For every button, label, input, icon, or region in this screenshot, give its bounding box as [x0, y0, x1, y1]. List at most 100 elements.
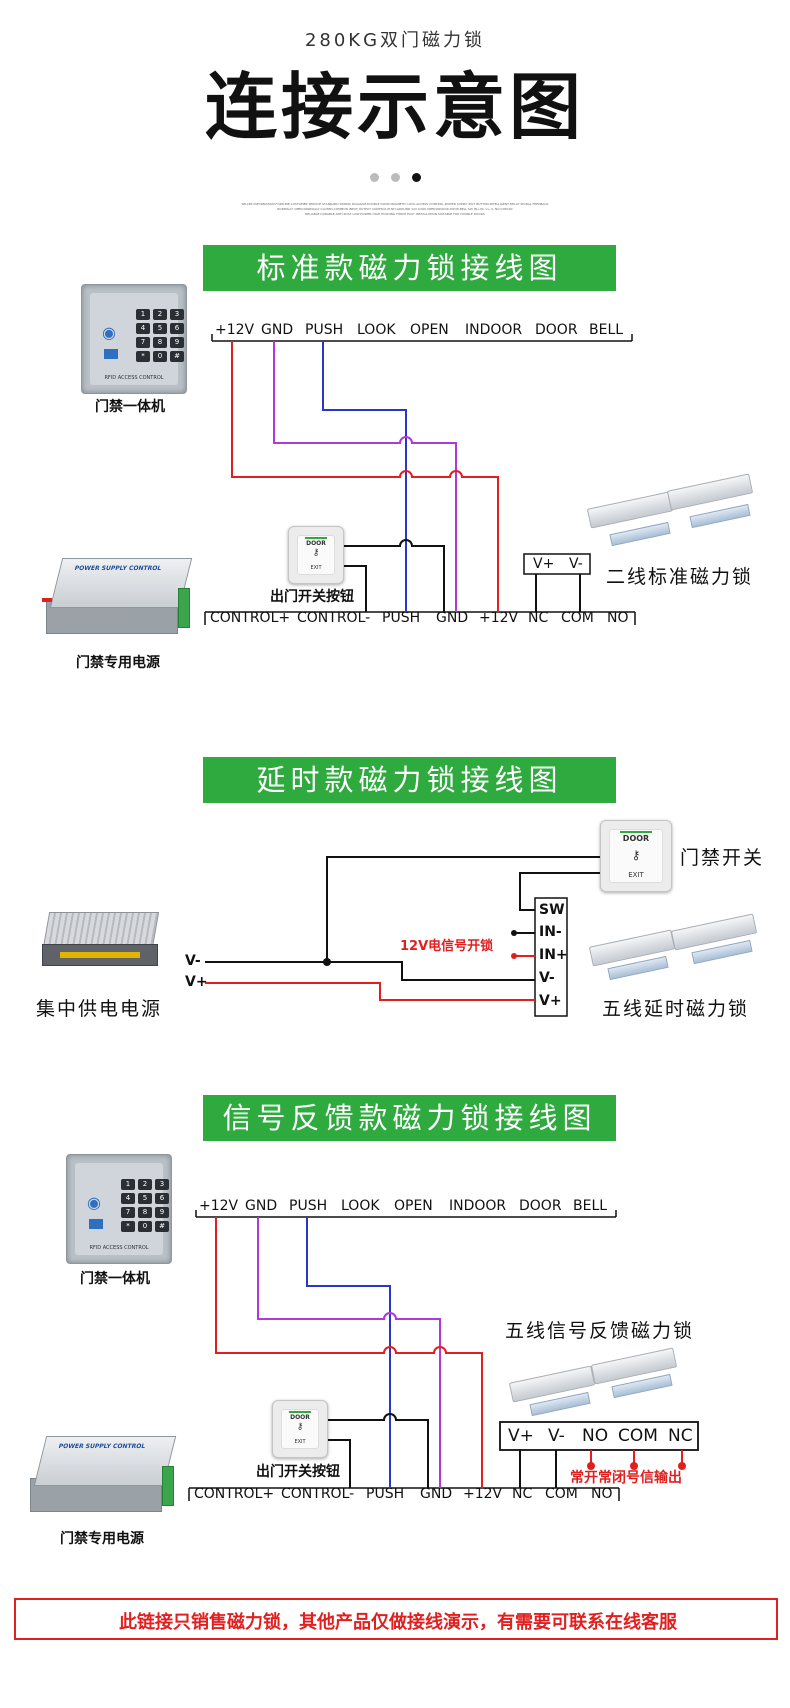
exit-bottom-text: EXIT [294, 1439, 306, 1445]
lock-terminal-in-minus: IN- [539, 924, 562, 940]
lock-terminal-vminus: V- [539, 970, 555, 986]
keypad-grid: 1 2 3 4 5 6 7 8 9 * 0 # [121, 1179, 169, 1232]
terminal-push: PUSH [305, 322, 344, 338]
dot-2 [390, 173, 400, 182]
key-1: 1 [121, 1179, 135, 1190]
terminal-no: NO [607, 610, 629, 626]
psu-terminal-vminus: V- [185, 953, 201, 969]
switch-key-icon: ⚷ [631, 848, 641, 862]
signal-unlock-label: 12V电信号开锁 [400, 939, 494, 954]
access-controller-device: ◉ 1 2 3 4 5 6 7 8 9 * 0 # RFID ACCESS CO… [81, 284, 187, 394]
top-terminal-strip: +12V GND PUSH LOOK OPEN INDOOR DOOR BELL [196, 1198, 616, 1218]
feedback-lock-terminal-block: V+ V- NO COM NC [500, 1424, 700, 1450]
switch-bottom-text: EXIT [628, 871, 644, 879]
lock-terminal-vplus: V+ [533, 556, 555, 572]
key-icon: ⚷ [296, 1422, 304, 1432]
terminal-12v: +12V [199, 1198, 239, 1214]
lock-terminal-vminus: V- [548, 1426, 565, 1446]
wire-red-12v [215, 1217, 483, 1488]
section-1-banner: 标准款磁力锁接线图 [203, 245, 616, 291]
key-4: 4 [121, 1193, 135, 1204]
notice-box: 此链接只销售磁力锁，其他产品仅做接线演示，有需要可联系在线客服 [14, 1598, 778, 1640]
key-6: 6 [170, 323, 184, 334]
delay-lock-terminal-block: SW IN- IN+ V- V+ [537, 901, 568, 1019]
key-1: 1 [136, 309, 150, 320]
terminal-no: NO [591, 1486, 613, 1502]
feedback-output-label: 常开常闭号信输出 [570, 1470, 682, 1486]
section-2-banner: 延时款磁力锁接线图 [203, 757, 616, 803]
key-3: 3 [155, 1179, 169, 1190]
key-hash: # [155, 1221, 169, 1232]
lock-terminal-com: COM [618, 1426, 658, 1446]
wire-exit-gnd [344, 539, 445, 612]
wire-exit-push [328, 1439, 351, 1488]
terminal-12v: +12V [215, 322, 255, 338]
psu-terminal-vplus: V+ [185, 974, 208, 990]
fine-print-line-1: SELLER INFORMATION·FORTUNE·CUSTOMER SERV… [241, 202, 549, 206]
terminal-12v: +12V [463, 1486, 503, 1502]
central-psu-terminals [60, 952, 140, 958]
power-cord-icon [42, 598, 52, 602]
switch-led-strip [620, 831, 652, 833]
terminal-bell: BELL [589, 322, 624, 338]
exit-button-label: 出门开关按钮 [270, 589, 354, 605]
lock-terminal-box [523, 553, 591, 575]
terminal-push: PUSH [382, 610, 421, 626]
keypad-faceplate: ◉ 1 2 3 4 5 6 7 8 9 * 0 # RFID ACCESS CO… [90, 293, 184, 385]
power-supply-terminals [178, 588, 190, 628]
terminal-door: DOOR [535, 322, 578, 338]
controller-label: 门禁一体机 [95, 399, 165, 415]
terminal-indoor: INDOOR [465, 322, 523, 338]
rfid-card-icon: ◉ [87, 1193, 101, 1212]
terminal-control-plus: CONTROL+ [194, 1486, 275, 1502]
door-switch-face: DOOR ⚷ EXIT [609, 829, 663, 883]
key-hash: # [170, 351, 184, 362]
notice-text: 此链接只销售磁力锁，其他产品仅做接线演示，有需要可联系在线客服 [119, 1612, 677, 1633]
product-subtitle: 280KG双门磁力锁 [304, 30, 486, 51]
exit-button-device: DOOR ⚷ EXIT [272, 1400, 328, 1458]
key-6: 6 [155, 1193, 169, 1204]
fine-print-line-2: NORMALLY OPEN·NORMALLY CLOSED·COMMON·INP… [277, 207, 513, 211]
exit-led-strip [305, 537, 327, 539]
lock-terminal-vplus: V+ [539, 993, 562, 1009]
key-5: 5 [153, 323, 167, 334]
exit-button-face: DOOR ⚷ EXIT [297, 535, 335, 575]
fine-print-line-3: RELIABLE·DURABLE·ANTI-RUST·LOW POWER·HIG… [305, 212, 485, 216]
lock-terminal-sw: SW [539, 902, 565, 918]
switch-top-text: DOOR [622, 834, 650, 843]
terminal-nc: NC [512, 1486, 533, 1502]
terminal-gnd: GND [436, 610, 469, 626]
exit-top-text: DOOR [290, 1414, 310, 1421]
key-icon: ⚷ [312, 548, 320, 558]
lock-terminal-vminus: V- [569, 556, 583, 572]
power-supply-label: 门禁专用电源 [60, 1531, 144, 1547]
terminal-gnd: GND [245, 1198, 278, 1214]
bottom-terminal-strip: CONTROL+ CONTROL- PUSH GND +12V NC COM N… [205, 610, 635, 630]
door-switch-device: DOOR ⚷ EXIT [600, 820, 672, 892]
exit-button-label: 出门开关按钮 [256, 1464, 340, 1480]
wire-switch-sw [519, 872, 600, 911]
terminal-door: DOOR [519, 1198, 562, 1214]
wire-vminus [205, 961, 535, 981]
central-power-label: 集中供电电源 [36, 998, 163, 1020]
lock-label: 二线标准磁力锁 [606, 566, 754, 588]
access-controller-device: ◉ 1 2 3 4 5 6 7 8 9 * 0 # RFID ACCESS CO… [66, 1154, 172, 1264]
terminal-control-minus: CONTROL- [297, 610, 371, 626]
key-0: 0 [153, 351, 167, 362]
terminal-12v: +12V [479, 610, 519, 626]
terminal-gnd: GND [420, 1486, 453, 1502]
terminal-bell: BELL [573, 1198, 608, 1214]
terminal-open: OPEN [410, 322, 449, 338]
delay-lock-label: 五线延时磁力锁 [602, 998, 750, 1020]
top-terminal-strip: +12V GND PUSH LOOK OPEN INDOOR DOOR BELL [212, 322, 632, 342]
terminal-com: COM [561, 610, 594, 626]
key-4: 4 [136, 323, 150, 334]
section-3-banner: 信号反馈款磁力锁接线图 [203, 1095, 616, 1141]
key-9: 9 [170, 337, 184, 348]
feedback-lock-box [499, 1421, 699, 1451]
wire-exit-gnd [328, 1413, 429, 1488]
terminal-open: OPEN [394, 1198, 433, 1214]
terminal-push: PUSH [366, 1486, 405, 1502]
